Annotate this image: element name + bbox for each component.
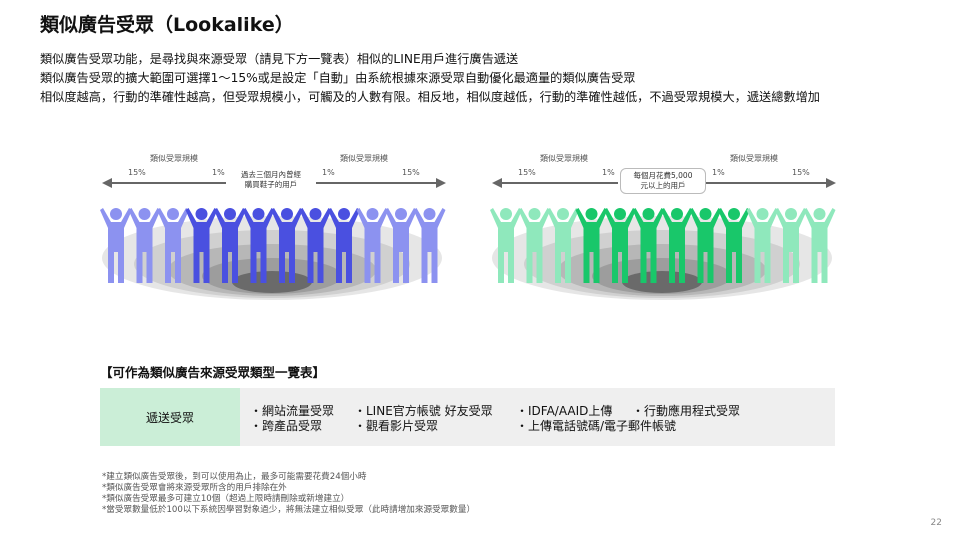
- source-list-table: 遞送受眾 ・網站流量受眾 ・跨產品受眾 ・LINE官方帳號 好友受眾 ・觀看影片…: [100, 388, 835, 446]
- person-icon: [128, 208, 161, 283]
- page-title: 類似廣告受眾（Lookalike）: [40, 14, 294, 36]
- pct-outer-right: 15%: [792, 168, 810, 177]
- figure-graphic: [490, 178, 836, 300]
- source-audience-label: 過去三個月內曾經 購買鞋子的用戶: [230, 170, 312, 190]
- person-icon: [100, 208, 132, 283]
- person-icon: [271, 208, 303, 283]
- person-icon: [689, 208, 722, 283]
- page-number: 22: [930, 518, 942, 528]
- ring-ellipse: [622, 271, 702, 293]
- arrow-left-icon: [102, 178, 226, 188]
- person-icon: [385, 208, 417, 283]
- description-line: 類似廣告受眾的擴大範圍可選擇1～15%或是設定「自動」由系統根據來源受眾自動優化…: [40, 71, 636, 85]
- arrow-left-icon: [492, 178, 618, 188]
- source-list-title: 【可作為類似廣告來源受眾類型一覽表】: [100, 365, 326, 380]
- footnote: *類似廣告受眾會將來源受眾所含的用戶排除在外: [102, 483, 287, 493]
- people-icons: [100, 208, 446, 283]
- person-icon: [490, 208, 522, 283]
- size-label-right: 類似受眾規模: [730, 154, 778, 163]
- person-icon: [803, 208, 836, 283]
- description: 類似廣告受眾功能，是尋找與來源受眾（請見下方一覽表）相似的LINE用戶進行廣告遞…: [40, 50, 820, 107]
- concentric-ellipses: [102, 216, 442, 300]
- person-icon: [413, 208, 446, 283]
- person-icon: [328, 208, 360, 283]
- list-item: ・跨產品受眾: [250, 419, 323, 433]
- person-icon: [185, 208, 218, 283]
- pct-outer-right: 15%: [402, 168, 420, 177]
- pct-inner-right: 1%: [712, 168, 725, 177]
- figure-graphic: [100, 178, 446, 300]
- concentric-ellipses: [492, 216, 832, 300]
- arrow-right-icon: [706, 178, 836, 188]
- table-body-cell: ・網站流量受眾 ・跨產品受眾 ・LINE官方帳號 好友受眾 ・觀看影片受眾 ・I…: [240, 388, 835, 446]
- ring-ellipse: [232, 271, 312, 293]
- person-icon: [575, 208, 608, 283]
- footnotes: *建立類似廣告受眾後，到可以使用為止，最多可能需要花費24個小時 *類似廣告受眾…: [102, 472, 475, 516]
- description-line: 類似廣告受眾功能，是尋找與來源受眾（請見下方一覽表）相似的LINE用戶進行廣告遞…: [40, 52, 519, 66]
- pct-outer-left: 15%: [128, 168, 146, 177]
- pct-inner-right: 1%: [322, 168, 335, 177]
- person-icon: [746, 208, 779, 283]
- source-audience-label: 每個月花費5,000 元以上的用戶: [620, 168, 706, 194]
- footnote: *類似廣告受眾最多可建立10個（超過上限時請刪除或新增建立）: [102, 494, 350, 504]
- person-icon: [547, 208, 579, 283]
- person-icon: [157, 208, 189, 283]
- list-item: ・LINE官方帳號 好友受眾: [354, 404, 493, 418]
- person-icon: [661, 208, 693, 283]
- size-label-right: 類似受眾規模: [340, 154, 388, 163]
- person-icon: [299, 208, 332, 283]
- pct-inner-left: 1%: [602, 168, 615, 177]
- size-label-left: 類似受眾規模: [150, 154, 198, 163]
- list-item: ・行動應用程式受眾: [632, 404, 741, 418]
- person-icon: [214, 208, 246, 283]
- list-item: ・上傳電話號碼/電子郵件帳號: [516, 419, 677, 433]
- person-icon: [632, 208, 665, 283]
- list-item: ・IDFA/AAID上傳: [516, 404, 613, 418]
- people-icons: [490, 208, 836, 283]
- person-icon: [518, 208, 551, 283]
- description-line: 相似度越高，行動的準確性越高，但受眾規模小，可觸及的人數有限。相反地，相似度越低…: [40, 90, 820, 104]
- person-icon: [718, 208, 750, 283]
- pct-outer-left: 15%: [518, 168, 536, 177]
- lookalike-figure-blue: 類似受眾規模 類似受眾規模 15% 1% 1% 15% 過去三個月內曾經 購買鞋…: [100, 148, 450, 313]
- pct-inner-left: 1%: [212, 168, 225, 177]
- list-item: ・觀看影片受眾: [354, 419, 439, 433]
- person-icon: [775, 208, 807, 283]
- person-icon: [604, 208, 636, 283]
- size-label-left: 類似受眾規模: [540, 154, 588, 163]
- person-icon: [242, 208, 275, 283]
- lookalike-figure-green: 類似受眾規模 類似受眾規模 15% 1% 1% 15% 每個月花費5,000 元…: [490, 148, 840, 313]
- list-item: ・網站流量受眾: [250, 404, 335, 418]
- arrow-right-icon: [316, 178, 446, 188]
- footnote: *當受眾數量低於100以下系統因學習對象過少，將無法建立相似受眾（此時請增加來源…: [102, 505, 476, 515]
- footnote: *建立類似廣告受眾後，到可以使用為止，最多可能需要花費24個小時: [102, 472, 367, 482]
- person-icon: [356, 208, 389, 283]
- table-head-cell: 遞送受眾: [100, 388, 240, 446]
